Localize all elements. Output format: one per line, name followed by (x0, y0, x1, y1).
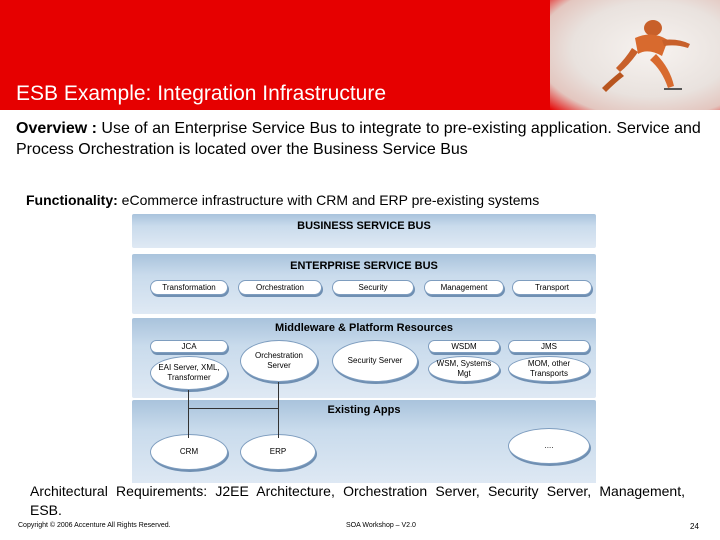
footer-page-number: 24 (690, 522, 699, 531)
esb-item-transport: Transport (512, 280, 592, 295)
business-service-bus-layer: BUSINESS SERVICE BUS (132, 214, 596, 248)
existing-apps-layer: Existing Apps CRM ERP .... (132, 400, 596, 486)
connector-eai-crm (188, 390, 189, 438)
architectural-requirements-label: Architectural Requirements (30, 483, 204, 499)
overview-body: Use of an Enterprise Service Bus to inte… (16, 120, 701, 158)
overview-label: Overview : (16, 120, 97, 137)
middleware-orchestration-server: Orchestration Server (240, 340, 318, 382)
existing-apps-title: Existing Apps (327, 404, 401, 416)
architecture-diagram: BUSINESS SERVICE BUS ENTERPRISE SERVICE … (132, 214, 596, 514)
middleware-jca: JCA (150, 340, 228, 353)
connector-horizontal (188, 408, 278, 409)
functionality-body: eCommerce infrastructure with CRM and ER… (117, 192, 540, 208)
footer-workshop: SOA Workshop – V2.0 (346, 522, 416, 529)
esb-item-orchestration: Orchestration (238, 280, 322, 295)
connector-orchestration-erp (278, 382, 279, 438)
speed-skater-icon (602, 20, 690, 92)
slide-title: ESB Example: Integration Infrastructure (16, 82, 387, 105)
esb-item-management: Management (424, 280, 504, 295)
overview-text: Overview : Use of an Enterprise Service … (16, 118, 716, 160)
architectural-requirements-body: : J2EE Architecture, Orchestration Serve… (30, 483, 685, 518)
functionality-label: Functionality: (26, 192, 118, 208)
existing-app-other: .... (508, 428, 590, 464)
middleware-layer: Middleware & Platform Resources JCA EAI … (132, 318, 596, 398)
middleware-eai-server: EAI Server, XML, Transformer (150, 356, 228, 390)
enterprise-service-bus-layer: ENTERPRISE SERVICE BUS Transformation Or… (132, 254, 596, 314)
middleware-wsm: WSM, Systems Mgt (428, 356, 500, 382)
header-banner: ESB Example: Integration Infrastructure (0, 0, 720, 110)
functionality-text: Functionality: eCommerce infrastructure … (26, 192, 539, 208)
middleware-mom: MOM, other Transports (508, 356, 590, 382)
esb-item-transformation: Transformation (150, 280, 228, 295)
middleware-jms: JMS (508, 340, 590, 353)
existing-app-crm: CRM (150, 434, 228, 470)
existing-app-erp: ERP (240, 434, 316, 470)
middleware-title: Middleware & Platform Resources (275, 322, 453, 334)
speed-skater-photo (550, 0, 720, 110)
esb-item-security: Security (332, 280, 414, 295)
enterprise-service-bus-title: ENTERPRISE SERVICE BUS (290, 260, 438, 272)
business-service-bus-title: BUSINESS SERVICE BUS (297, 220, 431, 232)
architectural-requirements: Architectural Requirements: J2EE Archite… (30, 482, 685, 520)
middleware-wsdm: WSDM (428, 340, 500, 353)
middleware-security-server: Security Server (332, 340, 418, 382)
footer-copyright: Copyright © 2006 Accenture All Rights Re… (18, 522, 171, 529)
